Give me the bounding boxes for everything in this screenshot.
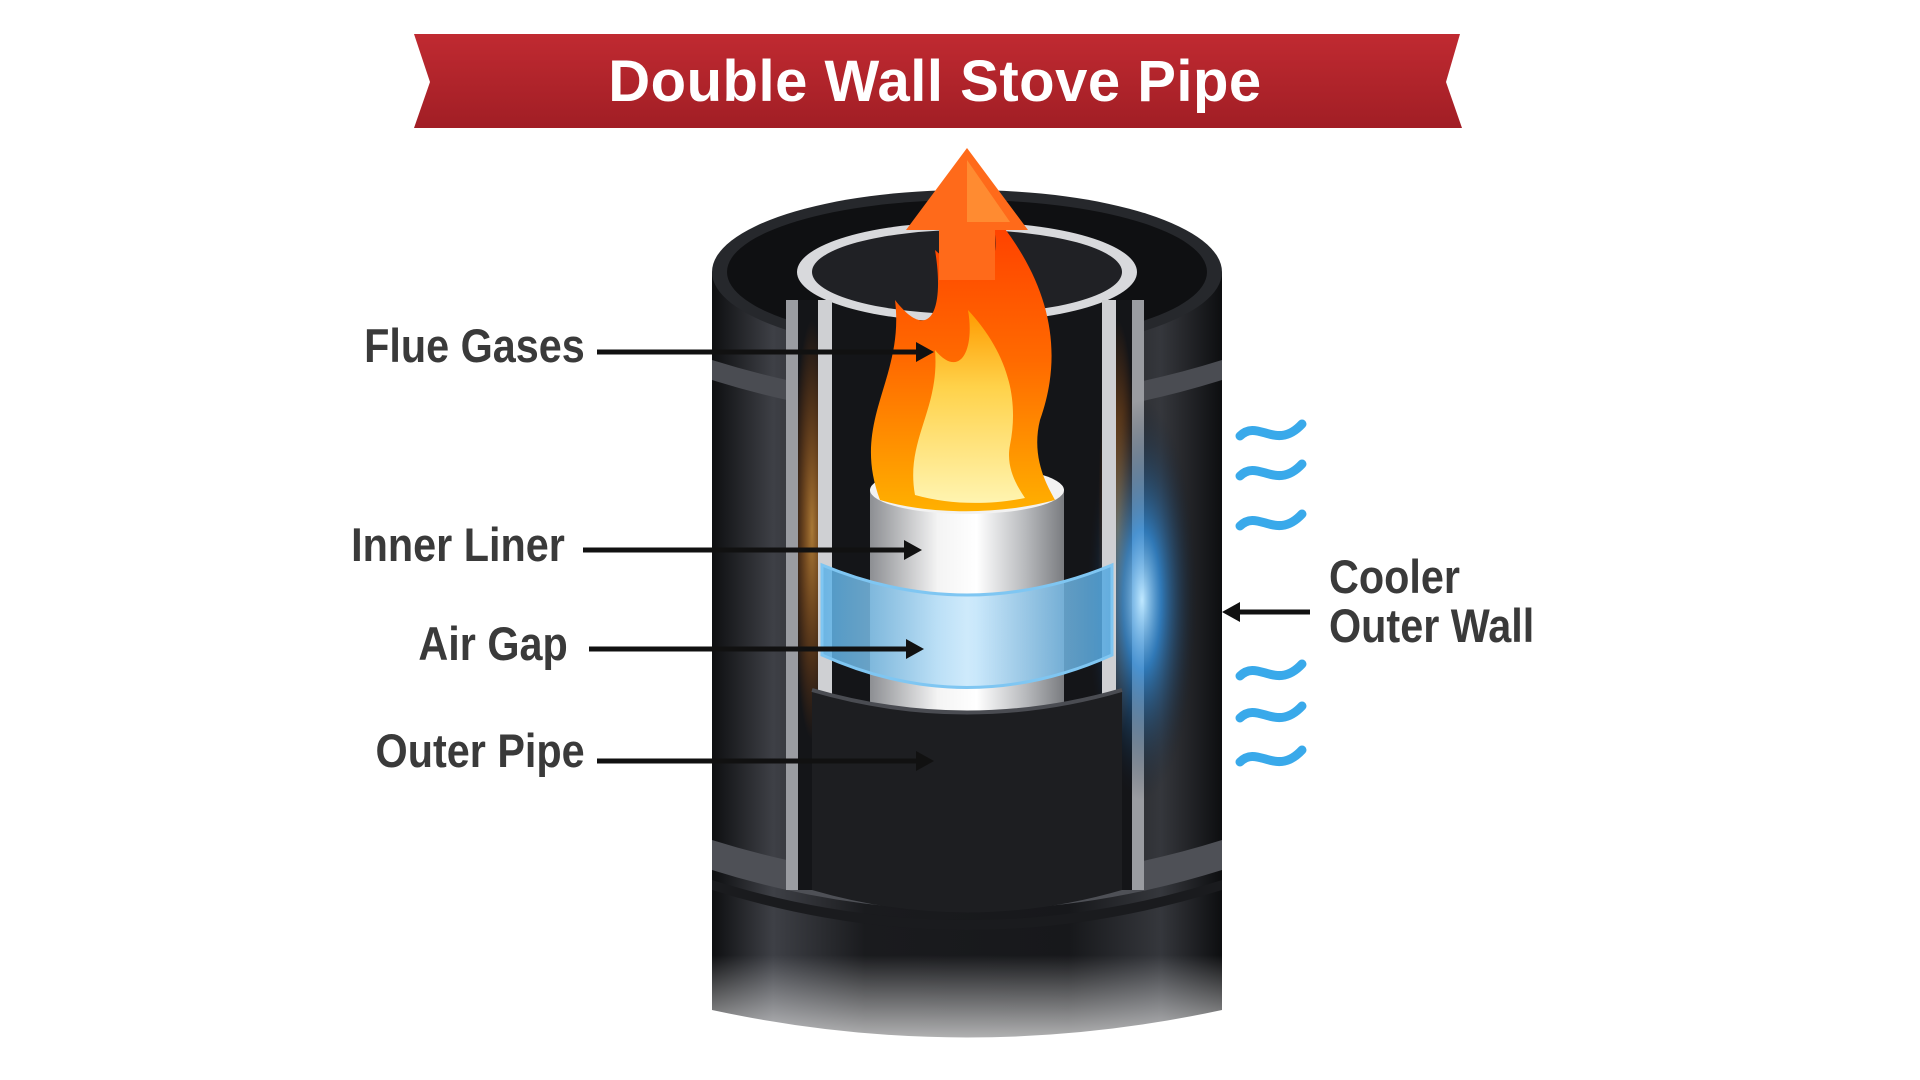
leader-arrow-cooler-outer-wall: [1222, 602, 1310, 622]
leader-arrow-outer-pipe: [597, 751, 934, 771]
outer-pipe-front: [811, 688, 1123, 913]
leader-arrow-flue-gases: [597, 342, 934, 362]
label-cooler-line2: Outer Wall: [1329, 599, 1535, 653]
label-cooler-outer-wall: Cooler Outer Wall: [1329, 552, 1534, 651]
leader-arrow-inner-liner: [583, 540, 922, 560]
page-title: Double Wall Stove Pipe: [608, 48, 1262, 114]
cool-air-waves-icon: [1235, 659, 1307, 767]
label-cooler-line1: Cooler: [1329, 550, 1460, 603]
label-flue-gases: Flue Gases: [364, 319, 585, 372]
cool-air-waves-icon: [1235, 419, 1307, 531]
air-gap-band: [820, 562, 1114, 689]
label-outer-pipe: Outer Pipe: [375, 724, 585, 777]
label-air-gap: Air Gap: [418, 617, 568, 670]
label-inner-liner: Inner Liner: [351, 518, 565, 571]
leader-arrow-air-gap: [589, 639, 924, 659]
flame-icon: [870, 210, 1055, 512]
heat-up-arrow-icon: [906, 148, 1028, 280]
